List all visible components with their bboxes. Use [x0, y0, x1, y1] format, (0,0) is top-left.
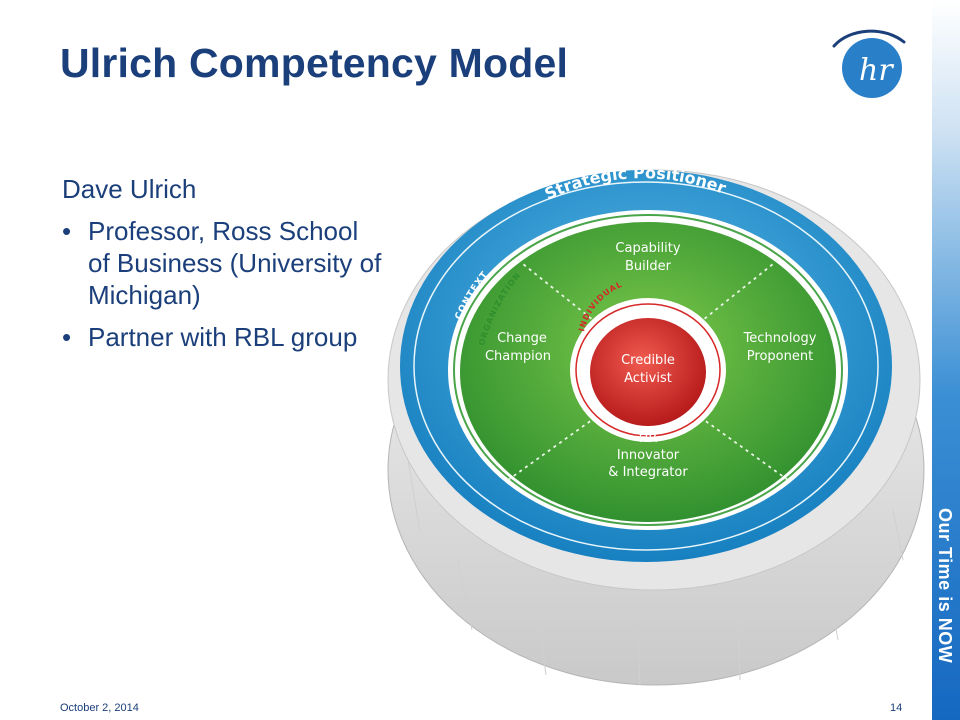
- hr-logo-icon: hr: [832, 29, 906, 98]
- segment-right-line-1: Technology: [743, 331, 817, 346]
- segment-bottom-line-2: Innovator: [617, 448, 680, 463]
- segment-left-line-2: Champion: [485, 349, 551, 364]
- footer-date: October 2, 2014: [60, 702, 139, 714]
- center-line-2: Activist: [624, 371, 672, 386]
- slide-title: Ulrich Competency Model: [60, 40, 569, 86]
- segment-top-line-2: Builder: [625, 259, 672, 274]
- segment-right-line-2: Proponent: [747, 349, 813, 364]
- competency-wheel: CONTEXT Strategic Positioner ORGANIZATIO…: [387, 163, 925, 686]
- bullet-item-2: Partner with RBL group: [62, 321, 382, 353]
- segment-bottom-line-3: & Integrator: [608, 465, 688, 480]
- logo-text: hr: [859, 53, 894, 88]
- segment-left-line-1: Change: [497, 331, 547, 346]
- center-line-1: Credible: [621, 353, 675, 368]
- page-number: 14: [890, 702, 903, 714]
- segment-bottom-line-1: HR: [639, 431, 658, 446]
- bullet-list: Professor, Ross School of Business (Univ…: [62, 215, 382, 353]
- lead-text: Dave Ulrich: [62, 174, 197, 204]
- side-bar: Our Time is NOW: [932, 0, 960, 720]
- segment-top-line-1: Capability: [615, 241, 680, 256]
- slide-content: Dave Ulrich Professor, Ross School of Bu…: [62, 174, 382, 363]
- side-tagline: Our Time is NOW: [935, 508, 955, 664]
- bullet-item-1: Professor, Ross School of Business (Univ…: [62, 215, 382, 311]
